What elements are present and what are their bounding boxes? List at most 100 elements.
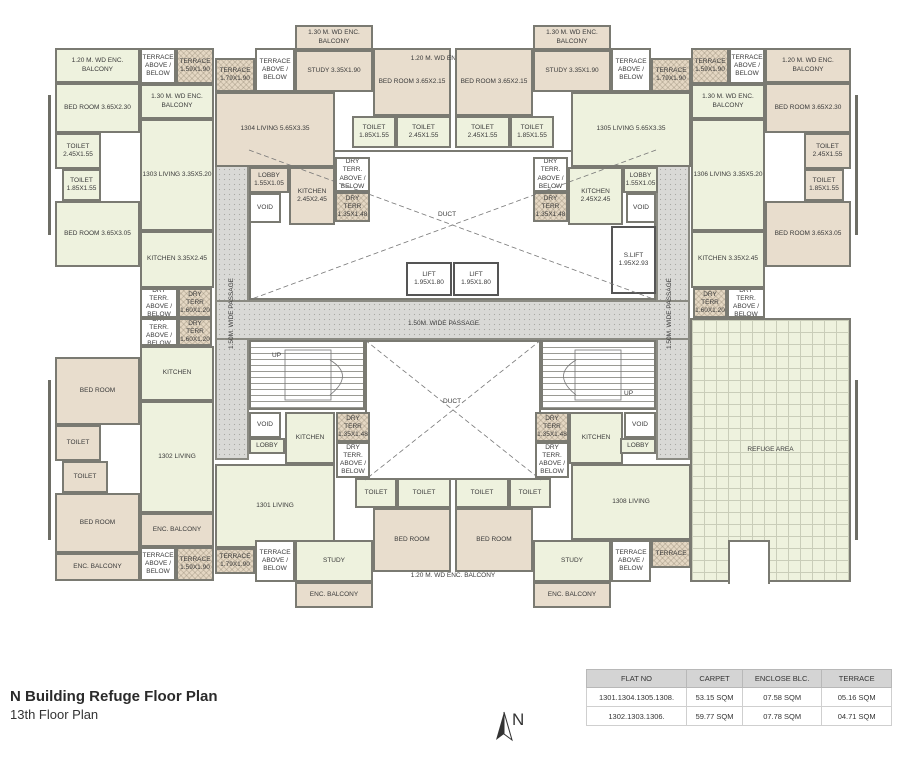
wall-right [855,95,858,235]
enc-balcony-1301-label: ENC. BALCONY [309,590,359,598]
up-label-right: UP [624,390,634,397]
dry-terr-ab-4: DRY TERR. ABOVE / BELOW [727,288,765,318]
toilet-1301-b: TOILET [397,478,451,508]
toilet-1305-a-label: TOILET 2.45X1.55 [467,123,498,139]
floor-plan: 1.50M. WIDE PASSAGE 1.50M. WIDE PASSAGE … [48,25,858,608]
toilet-1301-a: TOILET [355,478,397,508]
refuge-notch [728,540,770,584]
kitchen-1303-label: KITCHEN 3.35X2.45 [147,255,207,263]
kitchen-1303: KITCHEN 3.35X2.45 [140,231,214,288]
bedroom-1302-b: BED ROOM [55,493,140,553]
table-row: 1301.1304.1305.1308. 53.15 SQM 07.58 SQM… [585,687,892,707]
terrace-ab-4: TERRACE ABOVE / BELOW [729,48,765,84]
terrace-ab-1-label: TERRACE ABOVE / BELOW [142,53,174,78]
kitchen-1301-label: KITCHEN [295,433,325,441]
table-cell: 07.58 SQM [742,687,823,707]
balcony-120-top: 1.20 M. WD ENC. BALCONY [373,48,533,70]
balcony-1303-label: 1.20 M. WD ENC. BALCONY [71,57,124,73]
bedroom-1303-a: BED ROOM 3.65X2.30 [55,83,140,133]
kitchen-1306: KITCHEN 3.35X2.45 [691,231,765,288]
passage-middle [215,300,690,340]
toilet-1302-b: TOILET [62,461,108,493]
toilet-1305-b-label: TOILET 1.85X1.55 [517,123,547,139]
study-1301: STUDY [295,540,373,582]
toilet-1303-a-label: TOILET 2.45X1.55 [63,142,93,158]
living-1306: 1306 LIVING 3.35X5.20 [691,119,765,231]
stairs-right [541,340,656,410]
duct-top-label: DUCT [438,211,457,218]
dry-terr-1-label: DRY TERR 1.60X1.20 [180,290,210,315]
refuge-area-label: REFUGE AREA [747,445,794,453]
bedroom-1306-b: BED ROOM 3.65X3.05 [765,201,851,267]
terrace-ab-1: TERRACE ABOVE / BELOW [140,48,176,84]
dry-terr-ab-3: DRY TERR. ABOVE / BELOW [533,157,568,192]
toilet-1306-a-label: TOILET 2.45X1.55 [812,142,843,158]
dry-terr-2-label: DRY TERR 1.35X1.48 [337,194,368,219]
lift-1-label: LIFT 1.95X1.80 [414,270,444,286]
terrace-ab-6-label: TERRACE ABOVE / BELOW [259,548,291,573]
living-1304-label: 1304 LIVING 5.65X3.35 [240,125,310,133]
terrace-ab-5-label: TERRACE ABOVE / BELOW [142,551,174,576]
void-2: VOID [626,193,656,223]
bedroom-1303-b-label: BED ROOM 3.65X3.05 [64,229,131,237]
balcony-study-1304-label: 1.30 M. WD ENC. BALCONY [308,29,360,45]
lobby-1301-label: LOBBY [256,441,278,449]
toilet-1306-a: TOILET 2.45X1.55 [804,133,851,169]
bedroom-1304-label: BED ROOM 3.65X2.15 [378,77,446,85]
enc-balcony-1302-b: ENC. BALCONY [55,553,140,581]
kitchen-1305-label: KITCHEN 2.45X2.45 [580,187,611,203]
study-1308-label: STUDY [560,556,584,564]
dry-terr-ab-8-label: DRY TERR. ABOVE / BELOW [538,443,565,476]
terrace-1303-label: TERRACE 1.59X1.90 [179,57,211,73]
lift-2-label: LIFT 1.95X1.80 [461,270,491,286]
terrace-1304: TERRACE 1.79X1.90 [215,58,255,92]
living-1305-label: 1305 LIVING 5.65X3.35 [596,125,666,133]
kitchen-1301: KITCHEN [285,412,335,464]
toilet-1304-a: TOILET 1.85X1.55 [352,116,396,148]
bedroom-1308-label: BED ROOM [476,535,512,543]
terrace-1304-label: TERRACE 1.79X1.90 [219,66,251,82]
bedroom-1303-b: BED ROOM 3.65X3.05 [55,201,140,267]
toilet-1303-a: TOILET 2.45X1.55 [55,133,101,169]
toilet-1303-b: TOILET 1.85X1.55 [62,169,101,201]
kitchen-1302: KITCHEN [140,346,214,401]
toilet-1305-a: TOILET 2.45X1.55 [455,116,510,148]
living-1306-label: 1306 LIVING 3.35X5.20 [693,170,763,178]
dry-terr-ab-7: DRY TERR. ABOVE / BELOW [336,442,370,478]
bedroom-1304: BED ROOM 3.65X2.15 [373,48,451,116]
lobby-1308-label: LOBBY [627,441,649,449]
toilet-1308-b-label: TOILET [518,488,542,496]
kitchen-1305: KITCHEN 2.45X2.45 [568,167,623,225]
bedroom-1306-b-label: BED ROOM 3.65X3.05 [774,229,842,237]
bedroom-1308: BED ROOM [455,508,533,572]
table-header-row: FLAT NO CARPET ENCLOSE BLC. TERRACE [585,669,892,688]
wall-right-2 [855,380,858,540]
study-1308: STUDY [533,540,611,582]
dry-terr-5: DRY TERR 1.60X1.20 [178,318,212,346]
table-row: 1302.1303.1306. 59.77 SQM 07.78 SQM 04.7… [585,706,892,726]
living-1308-label: 1308 LIVING [612,497,650,505]
terrace-1305: TERRACE 1.79X1.90 [651,58,691,92]
terrace-ab-6: TERRACE ABOVE / BELOW [255,540,295,582]
bedroom-1302-a-label: BED ROOM [79,386,116,394]
balcony-1306-label: 1.20 M. WD ENC. BALCONY [782,57,834,73]
toilet-1306-b: TOILET 1.85X1.55 [804,169,844,201]
refuge-area: REFUGE AREA [690,318,851,582]
dry-terr-ab-6: DRY TERR. ABOVE / BELOW [140,318,178,346]
dry-terr-3: DRY TERR 1.35X1.48 [533,192,568,222]
living-1308: 1308 LIVING [571,464,691,540]
terrace-1301: TERRACE 1.79X1.90 [215,548,255,574]
enc-balcony-1308: ENC. BALCONY [533,582,611,608]
area-table: FLAT NO CARPET ENCLOSE BLC. TERRACE 1301… [585,669,892,726]
passage-h-label: 1.50M. WIDE PASSAGE [408,320,480,327]
table-cell: 07.78 SQM [742,706,823,726]
dry-terr-ab-1-label: DRY TERR. ABOVE / BELOW [145,288,172,318]
terrace-1308-label: TERRACE [655,549,687,557]
living-1301-label: 1301 LIVING [256,501,294,509]
table-header: CARPET [686,669,744,688]
void-2-label: VOID [633,203,649,211]
terrace-1303: TERRACE 1.59X1.90 [176,48,214,84]
duct-bottom [365,340,541,480]
toilet-1302-a-label: TOILET [66,438,90,446]
balcony-1303: 1.20 M. WD ENC. BALCONY [55,48,140,83]
